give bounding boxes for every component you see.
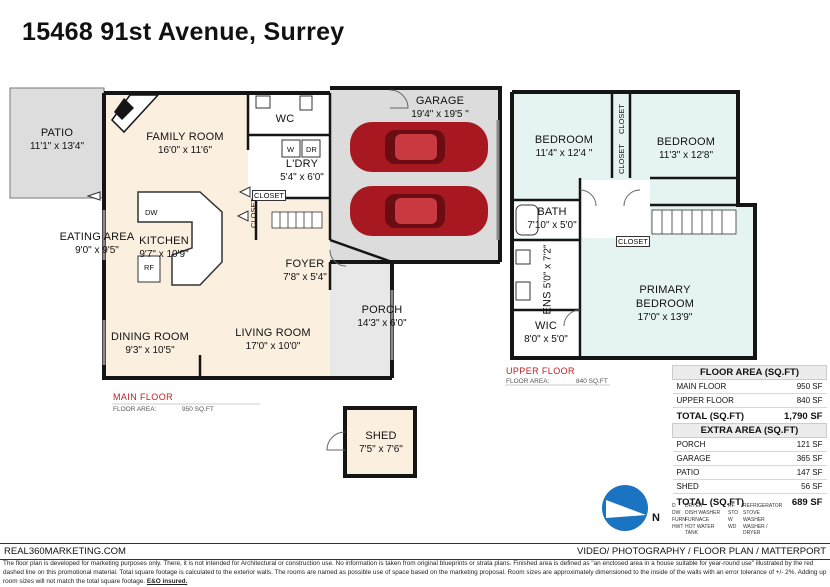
upper-floor-label: UPPER FLOOR [506,366,575,376]
wic-area [512,310,582,358]
footer-services: VIDEO/ PHOTOGRAPHY / FLOOR PLAN / MATTER… [577,546,826,557]
compass-north-label: N [652,512,660,524]
upper-stairs [651,209,737,235]
fridge [137,255,161,283]
main-floor-area-value: 950 SQ.FT [182,406,214,413]
wc-toilet [299,95,313,111]
porch-area [330,262,392,378]
kitchen-counter [137,191,223,286]
closet-label-main-1: CLOSET [252,190,287,201]
dishwasher-label: DW [145,208,158,217]
upper-floor-area-value: 840 SQ.FT [576,378,608,385]
dryer [301,139,321,158]
footer-bar: REAL360MARKETING.COM VIDEO/ PHOTOGRAPHY … [0,543,830,560]
disclaimer-text: The floor plan is developed for marketin… [3,560,827,585]
main-floor-area-label: FLOOR AREA: [113,406,157,413]
floor-area-table-header: FLOOR AREA (SQ.FT) [672,365,827,380]
upper-hall [580,180,650,238]
room-label-wc: WC [275,113,295,125]
main-floor-label: MAIN FLOOR [113,392,174,402]
washer [281,139,301,158]
main-stairs [271,211,323,229]
room-label-ensuite: ENS 5'0" x 7'2" [541,244,554,315]
main-floor-area [104,93,392,378]
fridge-label: RF [144,263,154,272]
footer-website: REAL360MARKETING.COM [4,546,126,557]
ens-sink [515,281,531,301]
extra-area-table-header: EXTRA AREA (SQ.FT) [672,423,827,438]
bathtub [515,204,539,236]
closet-label-upper-1: CLOSET [617,103,626,134]
compass-icon [602,485,648,531]
closet-label-upper-2: CLOSET [617,143,626,174]
garage-car-2 [350,186,488,236]
wc-sink [255,95,271,109]
patio-area [9,87,105,199]
garage-car-1 [350,122,488,172]
closet-label-upper-3: CLOSET [616,236,651,247]
page-title: 15468 91st Avenue, Surrey [22,18,345,46]
closet-label-main-2: CLOSET [249,197,258,228]
ens-toilet [515,249,531,265]
upper-floor-area-label: FLOOR AREA: [506,378,550,385]
windows [102,120,500,365]
dryer-label: DR [306,145,317,154]
upper-floor-interior-walls [512,92,738,358]
upper-floor-walls [510,90,757,360]
washer-label: W [287,145,295,154]
shed-area [343,406,417,478]
